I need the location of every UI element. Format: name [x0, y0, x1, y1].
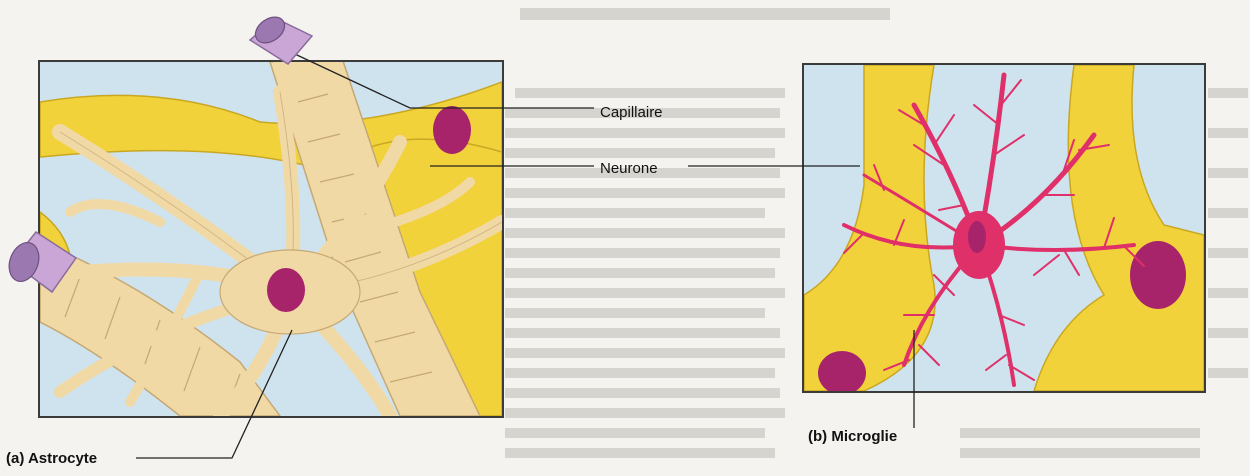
neurone-label: Neurone: [600, 160, 658, 177]
capillaire-label: Capillaire: [600, 104, 663, 121]
astrocyte-caption: (a) Astrocyte: [6, 450, 97, 467]
capillary-end-top: [250, 12, 312, 64]
capillary-end-left: [4, 232, 76, 292]
microglie-caption: (b) Microglie: [808, 428, 897, 445]
